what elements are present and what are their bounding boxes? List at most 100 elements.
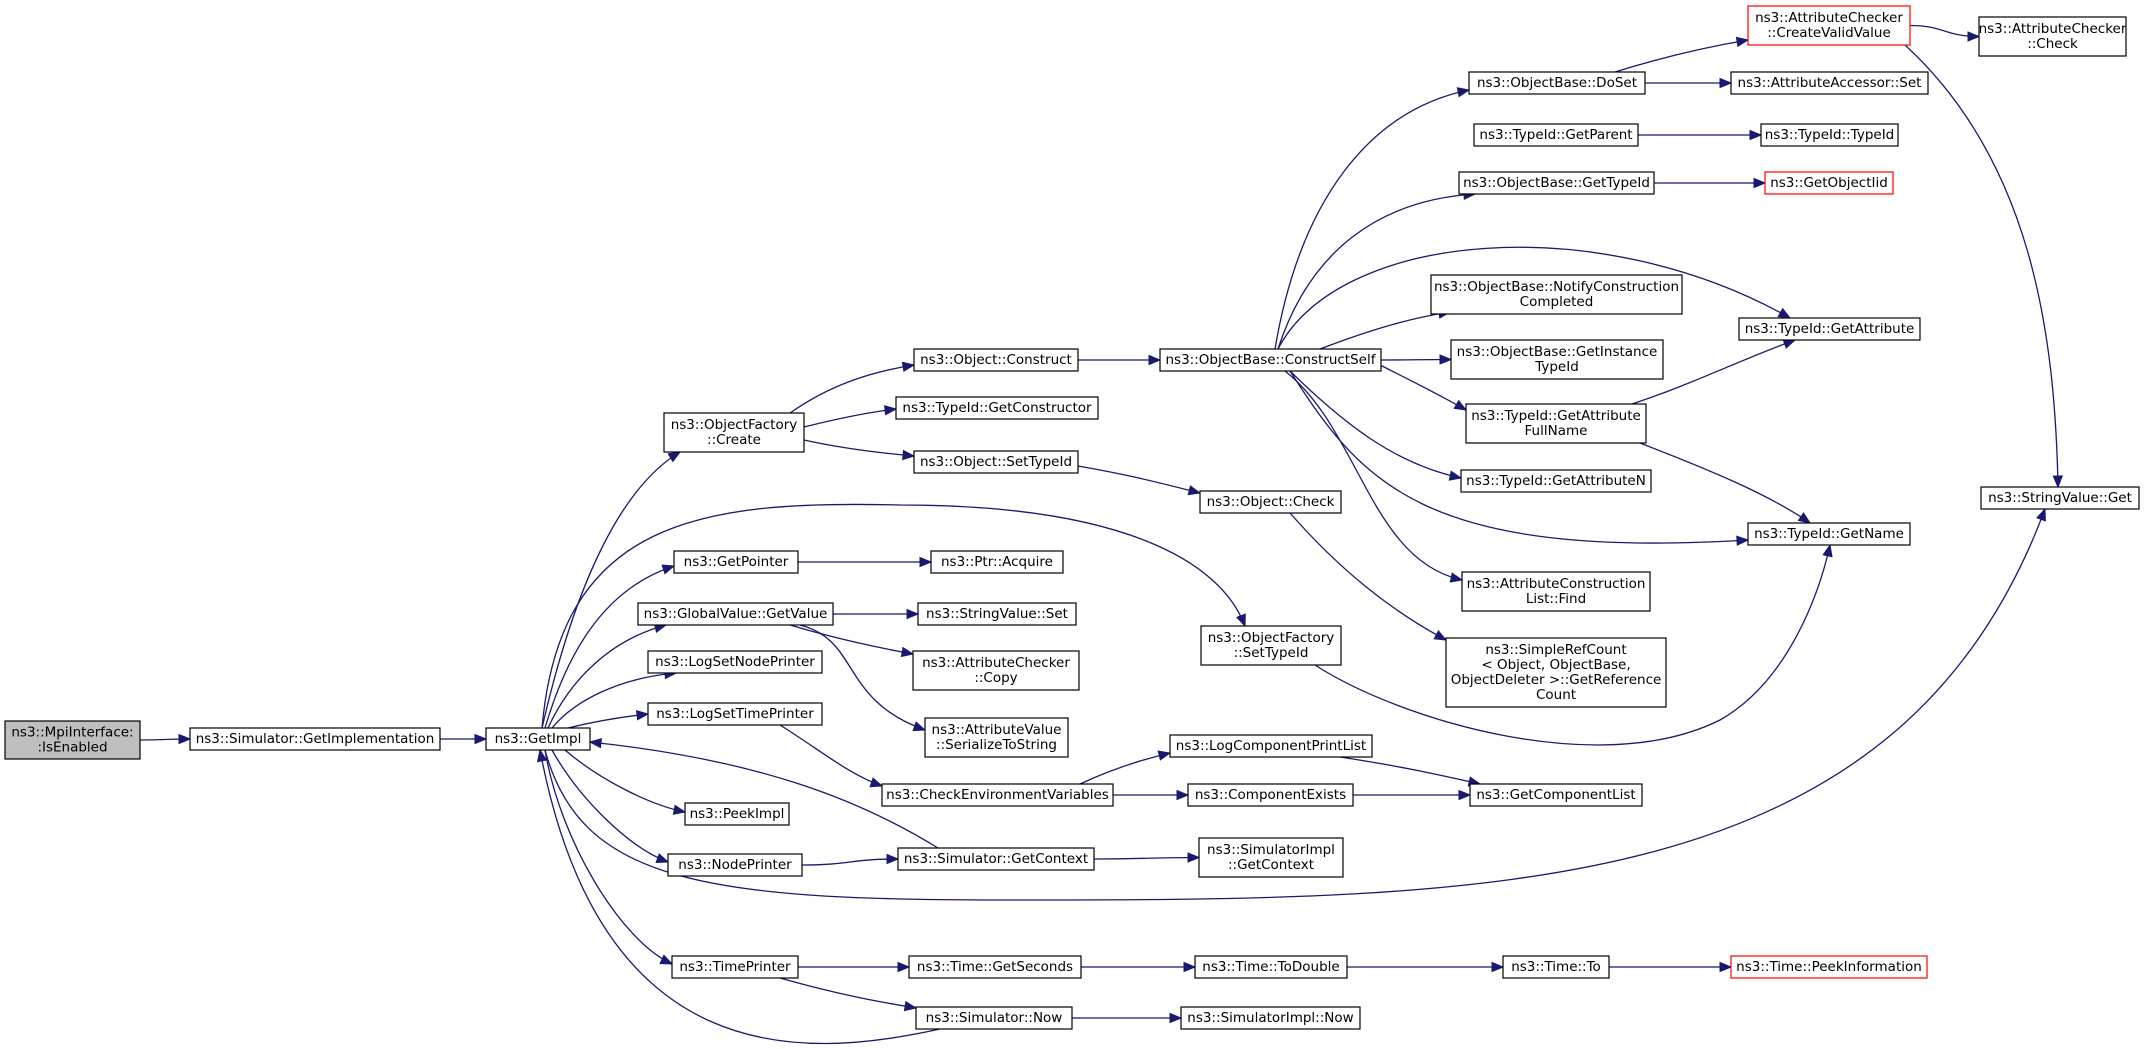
edge-getimpl-to-stringvalue_get bbox=[544, 507, 2046, 901]
edge-nodeprinter-to-sim_getcontext bbox=[801, 853, 900, 866]
node-label: ns3::StringValue::Get bbox=[1988, 490, 2132, 506]
node-sim-getimpl-fn[interactable]: ns3::Simulator::GetImplementation bbox=[189, 727, 441, 751]
node-ptr-acquire[interactable]: ns3::Ptr::Acquire bbox=[930, 550, 1064, 574]
edge-typeid_getattributefullname-to-typeid_getattribute bbox=[1631, 339, 1797, 405]
edge-arrowhead bbox=[903, 1000, 918, 1012]
node-stringvalue-get[interactable]: ns3::StringValue::Get bbox=[1980, 486, 2140, 510]
node-logsettimeprinter[interactable]: ns3::LogSetTimePrinter bbox=[647, 702, 823, 726]
node-objbase-notify[interactable]: ns3::ObjectBase::NotifyConstructionCompl… bbox=[1430, 274, 1683, 315]
node-peekimpl[interactable]: ns3::PeekImpl bbox=[684, 802, 790, 826]
node-typeid-typeid[interactable]: ns3::TypeId::TypeId bbox=[1760, 123, 1899, 147]
edge-arrowhead bbox=[536, 748, 548, 763]
edge-line bbox=[1274, 89, 1470, 350]
node-box bbox=[1469, 783, 1643, 807]
edge-checkenv-to-logcomponentprintlist bbox=[1079, 750, 1172, 785]
node-attrchecker-createvalid[interactable]: ns3::AttributeChecker::CreateValidValue bbox=[1747, 5, 1911, 46]
edge-line bbox=[1289, 512, 1447, 641]
node-label: ns3::Object::Check bbox=[1207, 494, 1335, 510]
edge-getimpl-to-objfactory_settypeid bbox=[541, 503, 1246, 729]
node-label: ns3::ObjectBase::DoSet bbox=[1477, 75, 1637, 91]
node-nodeprinter[interactable]: ns3::NodePrinter bbox=[667, 853, 803, 877]
edge-getimpl-to-timeprinter bbox=[544, 749, 674, 965]
node-box bbox=[915, 1006, 1073, 1030]
node-mpi-isenabled[interactable]: ns3::MpiInterface::IsEnabled bbox=[4, 720, 141, 760]
node-label: ns3::SimulatorImpl bbox=[1207, 842, 1335, 858]
node-objbase-constructself[interactable]: ns3::ObjectBase::ConstructSelf bbox=[1159, 348, 1382, 372]
edge-arrowhead bbox=[1782, 339, 1797, 349]
node-time-todouble[interactable]: ns3::Time::ToDouble bbox=[1194, 955, 1348, 979]
node-object-settypeid[interactable]: ns3::Object::SetTypeId bbox=[913, 450, 1079, 474]
edge-sim_getcontext-to-simimpl_getcontext bbox=[1093, 852, 1201, 863]
node-logcomponentprintlist[interactable]: ns3::LogComponentPrintList bbox=[1169, 734, 1373, 758]
node-object-construct[interactable]: ns3::Object::Construct bbox=[913, 348, 1079, 372]
edge-arrowhead bbox=[1187, 485, 1202, 496]
edge-arrowhead bbox=[906, 608, 920, 620]
node-attrchecker-copy[interactable]: ns3::AttributeChecker::Copy bbox=[912, 650, 1080, 691]
edge-arrowhead bbox=[667, 451, 682, 463]
edge-line bbox=[779, 977, 917, 1009]
node-box bbox=[485, 727, 591, 751]
node-attrvalue-serialize[interactable]: ns3::AttributeValue::SerializeToString bbox=[924, 717, 1069, 758]
node-typeid-getparent[interactable]: ns3::TypeId::GetParent bbox=[1473, 123, 1639, 147]
node-timeprinter[interactable]: ns3::TimePrinter bbox=[671, 955, 799, 979]
edge-arrowhead bbox=[869, 777, 884, 788]
node-time-getseconds[interactable]: ns3::Time::GetSeconds bbox=[908, 955, 1082, 979]
node-label: ::CreateValidValue bbox=[1767, 25, 1891, 41]
node-typeid-getconstructor[interactable]: ns3::TypeId::GetConstructor bbox=[895, 396, 1099, 420]
node-stringvalue-set[interactable]: ns3::StringValue::Set bbox=[917, 602, 1077, 626]
node-typeid-getattributen[interactable]: ns3::TypeId::GetAttributeN bbox=[1460, 469, 1652, 493]
node-checkenv[interactable]: ns3::CheckEnvironmentVariables bbox=[881, 783, 1114, 807]
node-logsetnodeprinter[interactable]: ns3::LogSetNodePrinter bbox=[647, 650, 823, 674]
node-objbase-doset[interactable]: ns3::ObjectBase::DoSet bbox=[1468, 71, 1646, 95]
node-label: ::Create bbox=[707, 432, 761, 448]
node-time-to[interactable]: ns3::Time::To bbox=[1502, 955, 1610, 979]
node-attraccessor-set[interactable]: ns3::AttributeAccessor::Set bbox=[1730, 71, 1929, 95]
edge-line bbox=[1319, 311, 1451, 350]
node-attrchecker-check[interactable]: ns3::AttributeChecker::Check bbox=[1978, 16, 2127, 57]
edge-arrowhead bbox=[2052, 475, 2064, 489]
node-box bbox=[913, 450, 1079, 474]
node-box bbox=[881, 783, 1114, 807]
edge-line bbox=[1284, 370, 1463, 581]
node-label: ::SerializeToString bbox=[936, 737, 1057, 753]
edge-arrowhead bbox=[661, 564, 676, 575]
edge-arrowhead bbox=[1735, 36, 1750, 48]
node-label: ns3::TypeId::GetConstructor bbox=[902, 400, 1092, 416]
node-label: ns3::Object::Construct bbox=[920, 352, 1072, 368]
node-objbase-gettypeid[interactable]: ns3::ObjectBase::GetTypeId bbox=[1458, 171, 1655, 195]
node-sim-now[interactable]: ns3::Simulator::Now bbox=[915, 1006, 1073, 1030]
node-getimpl[interactable]: ns3::GetImpl bbox=[485, 727, 591, 751]
node-time-peekinformation[interactable]: ns3::Time::PeekInformation bbox=[1730, 955, 1928, 979]
node-componentexists[interactable]: ns3::ComponentExists bbox=[1187, 783, 1354, 807]
node-simimpl-now[interactable]: ns3::SimulatorImpl::Now bbox=[1180, 1006, 1361, 1030]
edge-getimpl-to-peekimpl bbox=[564, 749, 687, 815]
node-typeid-getname[interactable]: ns3::TypeId::GetName bbox=[1747, 522, 1911, 546]
node-getcomponentlist[interactable]: ns3::GetComponentList bbox=[1469, 783, 1643, 807]
node-typeid-getattribute[interactable]: ns3::TypeId::GetAttribute bbox=[1738, 317, 1921, 341]
node-objfactory-settypeid[interactable]: ns3::ObjectFactory::SetTypeId bbox=[1200, 625, 1342, 666]
node-object-check[interactable]: ns3::Object::Check bbox=[1199, 490, 1342, 514]
node-label: ::SetTypeId bbox=[1234, 645, 1309, 661]
node-box bbox=[1978, 16, 2127, 57]
node-label: ns3::GetImpl bbox=[495, 731, 582, 747]
node-label: ns3::GetComponentList bbox=[1476, 787, 1635, 803]
node-objfactory-create[interactable]: ns3::ObjectFactory::Create bbox=[663, 412, 805, 453]
node-box bbox=[1200, 625, 1342, 666]
node-globalvalue-getvalue[interactable]: ns3::GlobalValue::GetValue bbox=[637, 602, 834, 626]
node-simplerefcount[interactable]: ns3::SimpleRefCount< Object, ObjectBase,… bbox=[1445, 637, 1667, 708]
edge-arrowhead bbox=[2036, 507, 2046, 522]
edge-attrchecker_createvalid-to-attrchecker_check bbox=[1909, 24, 1981, 42]
edge-getpointer-to-ptr_acquire bbox=[798, 556, 933, 568]
node-box bbox=[1747, 522, 1911, 546]
node-getpointer[interactable]: ns3::GetPointer bbox=[673, 550, 799, 574]
edge-arrowhead bbox=[912, 721, 927, 732]
edge-objbase_doset-to-attrchecker_createvalid bbox=[1614, 36, 1750, 73]
node-getobjectiid[interactable]: ns3::GetObjectIid bbox=[1764, 171, 1894, 195]
node-sim-getcontext[interactable]: ns3::Simulator::GetContext bbox=[897, 847, 1095, 871]
node-simimpl-getcontext[interactable]: ns3::SimulatorImpl::GetContext bbox=[1198, 837, 1344, 878]
node-label: ::Copy bbox=[974, 670, 1017, 686]
edge-arrowhead bbox=[1187, 852, 1201, 863]
